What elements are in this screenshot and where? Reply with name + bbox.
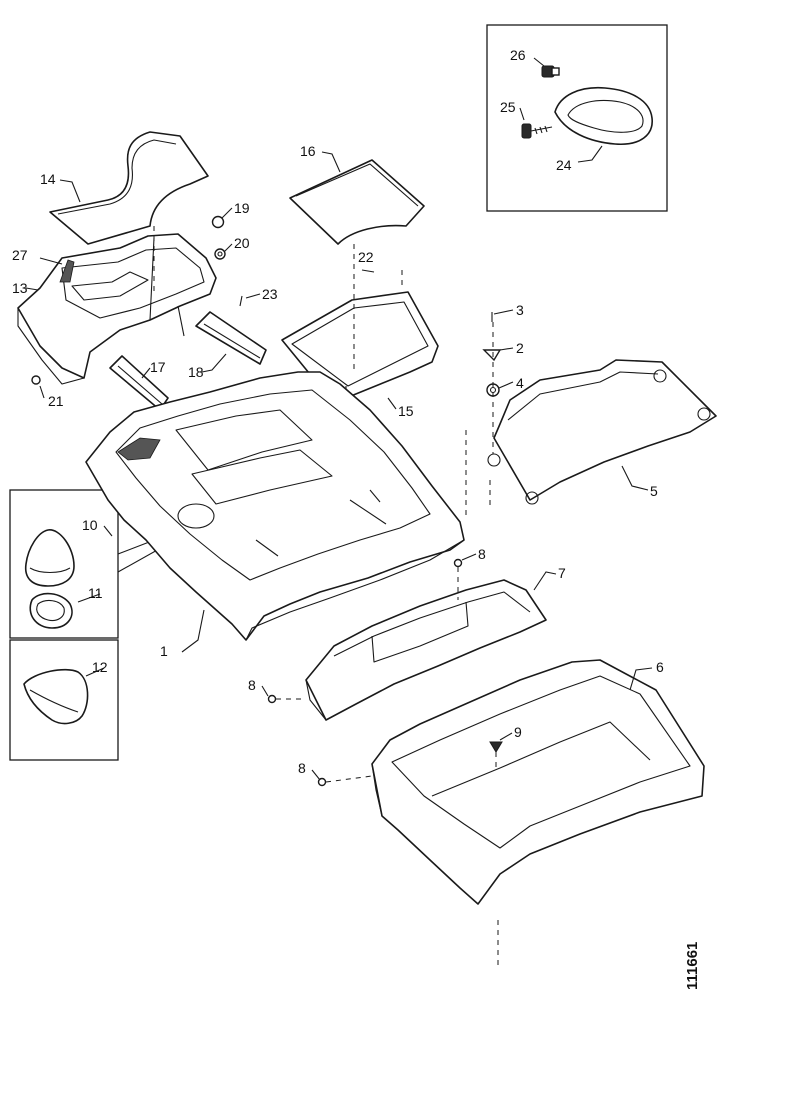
callout-label-9: 9 <box>514 724 522 740</box>
callout-label-18: 18 <box>188 364 204 380</box>
part-26-nut <box>541 65 560 78</box>
callout-label-12: 12 <box>92 659 108 675</box>
fastener-21 <box>31 375 41 385</box>
part-16-lid <box>289 159 425 245</box>
callout-label-15: 15 <box>398 403 414 419</box>
part-24-handle <box>554 86 653 145</box>
callout-label-20: 20 <box>234 235 250 251</box>
callout-label-8-lower: 8 <box>298 760 306 776</box>
part-18-bracket <box>195 311 267 365</box>
part-6-rear-box <box>371 659 705 905</box>
callout-label-24: 24 <box>556 157 572 173</box>
detail-box-left-upper <box>9 489 119 639</box>
callout-label-1: 1 <box>160 643 168 659</box>
callout-label-16: 16 <box>300 143 316 159</box>
callout-label-23: 23 <box>262 286 278 302</box>
part-11-boot <box>29 592 73 629</box>
fastener-8-lower <box>317 777 327 787</box>
callout-label-27: 27 <box>12 247 28 263</box>
fastener-19 <box>211 215 225 229</box>
fastener-8-upper <box>453 558 463 568</box>
callout-labels: 1 2 3 4 5 6 7 8 8 8 9 10 11 12 13 14 15 … <box>12 47 664 776</box>
fastener-8-mid <box>267 694 277 704</box>
fastener-20 <box>214 248 226 260</box>
callout-label-5: 5 <box>650 483 658 499</box>
part-27-hatched <box>59 259 75 283</box>
part-25-screw <box>521 123 553 139</box>
callout-label-11: 11 <box>88 585 103 601</box>
fastener-23 <box>239 295 243 307</box>
part-14-panel <box>49 131 209 245</box>
part-12-cap <box>23 668 89 725</box>
fastener-9 <box>489 741 503 753</box>
callout-label-2: 2 <box>516 340 524 356</box>
part-10-knob <box>24 529 75 587</box>
part-1-console-body <box>85 371 465 641</box>
callout-label-14: 14 <box>40 171 56 187</box>
callout-label-8-mid: 8 <box>248 677 256 693</box>
part-17-bracket <box>109 355 169 411</box>
fastener-2 <box>482 349 502 362</box>
part-5-plate <box>487 359 717 505</box>
callout-label-6: 6 <box>656 659 664 675</box>
part-7-rear-cover <box>305 579 547 721</box>
assembly-lines <box>153 226 499 968</box>
callout-label-22: 22 <box>358 249 374 265</box>
callout-label-13: 13 <box>12 280 28 296</box>
callout-label-19: 19 <box>234 200 250 216</box>
callout-label-4: 4 <box>516 375 524 391</box>
callout-label-7: 7 <box>558 565 566 581</box>
callout-label-8-upper: 8 <box>478 546 486 562</box>
callout-label-25: 25 <box>500 99 516 115</box>
callout-label-10: 10 <box>82 517 98 533</box>
document-id: 111661 <box>684 942 701 990</box>
callout-label-3: 3 <box>516 302 524 318</box>
callout-label-21: 21 <box>48 393 64 409</box>
callout-label-17: 17 <box>150 359 166 375</box>
detail-box-top-right <box>486 24 668 212</box>
callout-label-26: 26 <box>510 47 526 63</box>
callout-leaders <box>25 57 653 781</box>
detail-box-left-lower <box>9 639 119 761</box>
